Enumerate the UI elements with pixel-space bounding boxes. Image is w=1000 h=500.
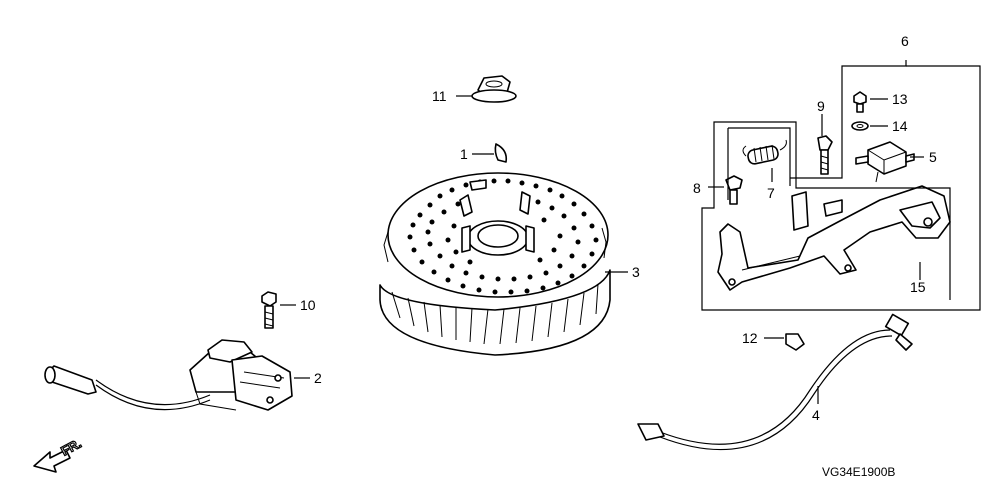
bolt-8-part[interactable] [708, 175, 743, 205]
assembly-boundary [701, 60, 981, 311]
callout-4[interactable]: 4 [812, 407, 820, 423]
stop-switch-part[interactable] [855, 141, 924, 183]
ignition-coil-part[interactable] [44, 339, 310, 411]
bolt-9-part[interactable] [817, 114, 833, 175]
callout-2[interactable]: 2 [314, 370, 322, 386]
callout-3[interactable]: 3 [632, 264, 640, 280]
spring-part[interactable] [742, 139, 787, 182]
callout-15[interactable]: 15 [910, 279, 926, 295]
front-arrow-icon: FR. [33, 435, 85, 473]
bolt-10-part[interactable] [261, 291, 296, 329]
washer-14-part[interactable] [851, 121, 888, 131]
callout-10[interactable]: 10 [300, 297, 316, 313]
callout-11[interactable]: 11 [432, 88, 447, 104]
clip-part[interactable] [764, 333, 805, 351]
callout-8[interactable]: 8 [693, 180, 701, 196]
woodruff-key-part[interactable] [472, 143, 508, 163]
brake-arm-part[interactable] [717, 185, 951, 291]
callout-1[interactable]: 1 [460, 146, 468, 162]
callout-7[interactable]: 7 [767, 185, 775, 201]
flange-nut-part[interactable] [456, 75, 517, 103]
callout-13[interactable]: 13 [892, 91, 908, 107]
callout-5[interactable]: 5 [929, 149, 937, 165]
callout-6[interactable]: 6 [901, 33, 909, 49]
stop-wire-part[interactable] [637, 313, 913, 451]
callout-9[interactable]: 9 [817, 98, 825, 114]
flywheel-part[interactable] [379, 172, 628, 356]
screw-13-part[interactable] [853, 91, 888, 113]
diagram-code: VG34E1900B [822, 465, 895, 479]
callout-12[interactable]: 12 [742, 330, 758, 346]
callout-14[interactable]: 14 [892, 118, 908, 134]
